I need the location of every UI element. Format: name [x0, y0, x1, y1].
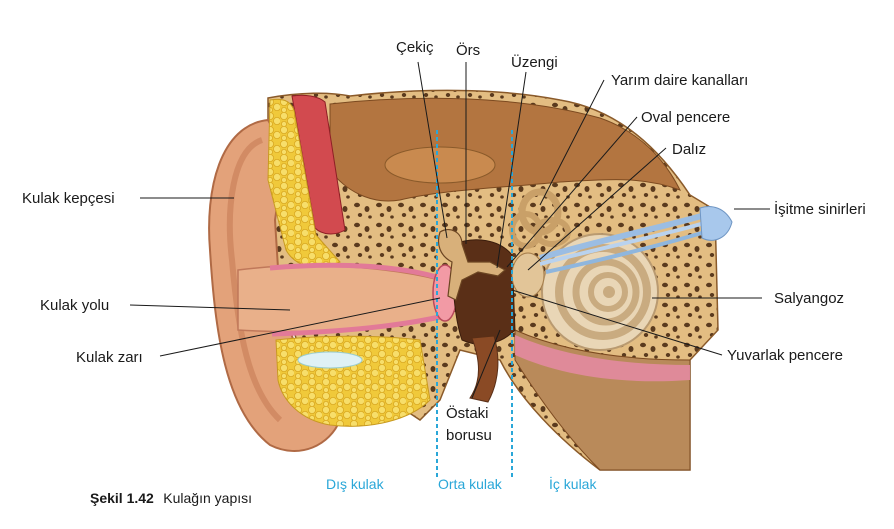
- label-daliz: Dalız: [672, 141, 706, 158]
- bone-ring: [384, 146, 496, 184]
- fat-lower: [275, 335, 431, 427]
- label-ostaki-line1: Östaki: [446, 404, 489, 422]
- leader-kulak-zari: [159, 297, 441, 357]
- ear-illustration: [208, 89, 733, 471]
- caption-number: Şekil 1.42: [90, 490, 154, 506]
- label-kulak-yolu: Kulak yolu: [40, 297, 109, 314]
- cartilage-lower: [297, 351, 363, 369]
- label-kulak-zari: Kulak zarı: [76, 349, 143, 366]
- zone-labels: Dış kulak Orta kulak İç kulak: [326, 475, 597, 492]
- label-uzengi: Üzengi: [511, 53, 558, 71]
- structure-labels: Çekiç Örs Üzengi Yarım daire kanalları O…: [22, 39, 866, 444]
- label-ors: Örs: [456, 41, 480, 59]
- auditory-nerves: [539, 206, 733, 274]
- label-isitme-sinirleri: İşitme sinirleri: [774, 200, 866, 218]
- leader-yuvarlak: [511, 289, 723, 356]
- leader-kulak-yolu: [129, 304, 291, 311]
- leader-daliz: [527, 147, 667, 271]
- ossicles: [437, 229, 507, 301]
- ear-canal-pink-lining: [269, 262, 441, 281]
- leader-uzengi: [496, 71, 527, 269]
- leader-cekic: [417, 61, 448, 239]
- auricle-fold: [226, 137, 283, 423]
- zone-label-ic: İç kulak: [549, 475, 597, 492]
- inner-ear-pink-band: [515, 335, 690, 382]
- vestibule: [511, 252, 545, 298]
- label-kulak-kepcesi: Kulak kepçesi: [22, 190, 115, 207]
- label-ostaki-line2: borusu: [446, 427, 492, 444]
- zone-label-orta: Orta kulak: [438, 476, 503, 492]
- leader-ostaki: [471, 329, 501, 399]
- label-salyangoz: Salyangoz: [774, 290, 844, 307]
- zone-label-dis: Dış kulak: [326, 476, 385, 492]
- leader-lines: [129, 61, 770, 399]
- leader-yarim-daire: [539, 79, 605, 206]
- muscle: [291, 94, 346, 235]
- label-cekic: Çekiç: [396, 39, 434, 56]
- ear-canal-pink-lining-lower: [271, 313, 445, 337]
- zone-separators: [436, 130, 513, 478]
- figure-caption: Şekil 1.42 Kulağın yapısı: [90, 490, 252, 507]
- label-yarim-daire: Yarım daire kanalları: [611, 72, 748, 89]
- label-oval-pencere: Oval pencere: [641, 109, 730, 126]
- caption-text: Kulağın yapısı: [163, 490, 252, 506]
- leader-oval-pencere: [506, 116, 638, 268]
- fat-upper: [267, 98, 341, 268]
- label-yuvarlak-pencere: Yuvarlak pencere: [727, 347, 843, 364]
- caption-line: Şekil 1.42 Kulağın yapısı: [90, 490, 252, 507]
